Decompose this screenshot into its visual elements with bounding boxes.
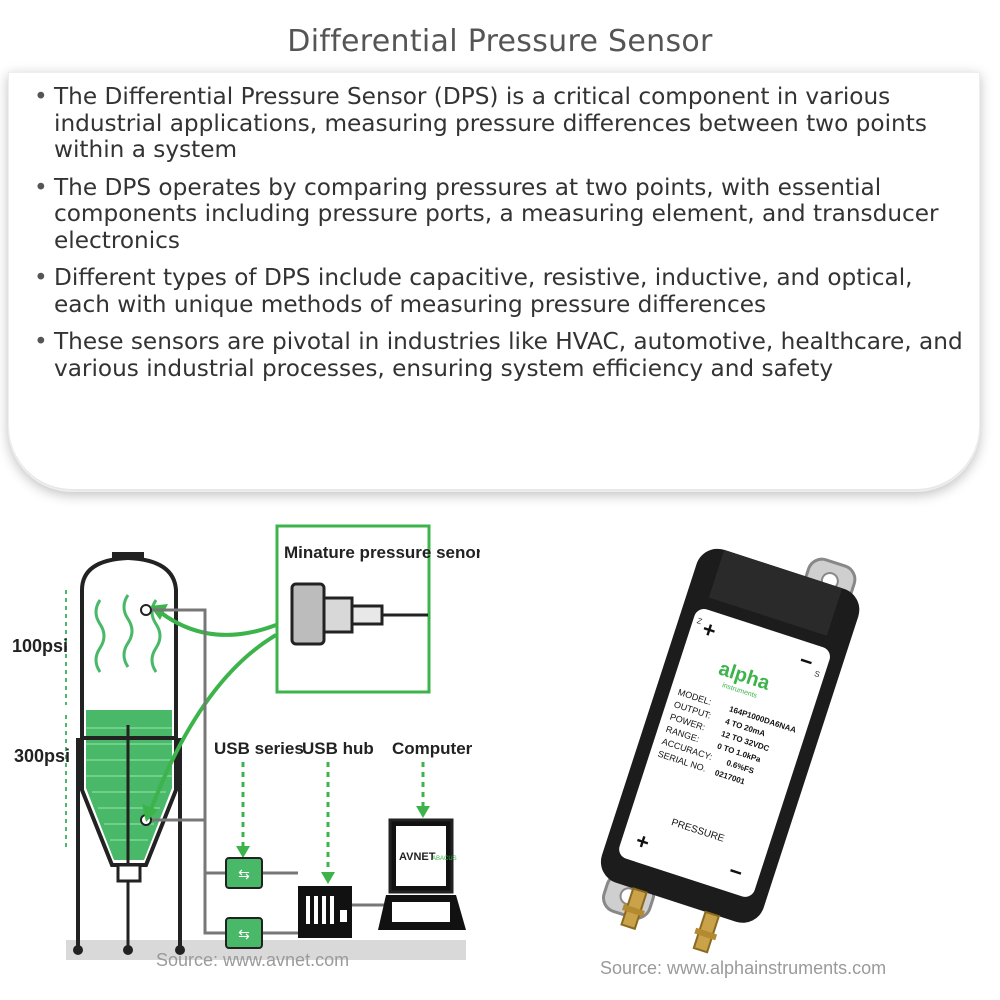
usb-icon: ⇆ [225, 917, 263, 949]
system-diagram: 100psi 300psi Minature pressure senor US… [12, 524, 480, 960]
screen-sub: ABACUS [432, 856, 457, 862]
svg-text:⇆: ⇆ [238, 866, 250, 882]
computer-label: Computer [392, 739, 473, 758]
s-label: S [813, 669, 821, 679]
z-label: Z [696, 616, 704, 626]
usb-hub-label: USB hub [302, 739, 374, 758]
usb-series-label: USB series [214, 739, 304, 758]
bullet-item: Different types of DPS include capacitiv… [34, 264, 964, 318]
bullet-item: The DPS operates by comparing pressures … [34, 174, 964, 255]
pressure-port [692, 910, 721, 954]
diagram-source: Source: www.avnet.com [156, 950, 350, 970]
tank [73, 552, 185, 955]
computer-icon: AVNET ABACUS [378, 818, 466, 930]
pressure-bottom-label: 300psi [14, 746, 70, 766]
bullet-item: The Differential Pressure Sensor (DPS) i… [34, 83, 964, 164]
device-source: Source: www.alphainstruments.com [600, 958, 887, 978]
pressure-port [620, 887, 648, 931]
sensor-label: Minature pressure senor [284, 543, 480, 562]
screen-brand: AVNET [399, 851, 436, 863]
usb-icon: ⇆ [225, 857, 263, 889]
miniature-sensor-icon [290, 582, 428, 646]
svg-text:⇆: ⇆ [238, 926, 250, 942]
usb-hub-icon [298, 886, 352, 938]
page-title: Differential Pressure Sensor [287, 24, 713, 59]
bullet-list: The Differential Pressure Sensor (DPS) i… [34, 83, 964, 393]
pressure-top-label: 100psi [12, 636, 68, 656]
bullet-item: These sensors are pivotal in industries … [34, 328, 964, 382]
sensor-device-image: + − Z S alpha instruments MODEL: OUTPUT:… [600, 548, 860, 954]
ground-slab [66, 940, 466, 960]
